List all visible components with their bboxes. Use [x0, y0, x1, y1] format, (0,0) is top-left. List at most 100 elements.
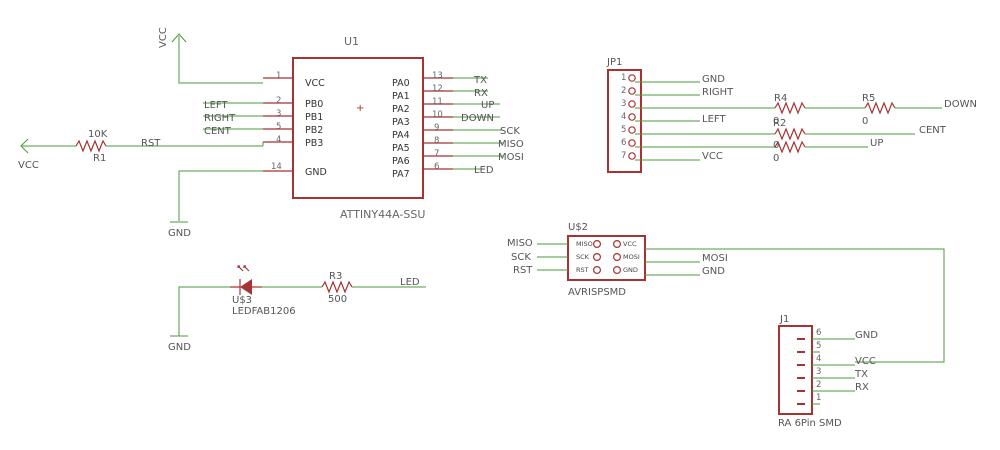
svg-text:RST: RST: [576, 266, 589, 274]
u1-pin-number: 3: [276, 109, 281, 119]
svg-text:SCK: SCK: [576, 253, 590, 261]
u1-pin-number: 8: [434, 136, 439, 146]
u1-pin-name: PA7: [392, 169, 410, 180]
r1-name: R1: [93, 153, 106, 164]
svg-text:VCC: VCC: [158, 27, 169, 48]
u1-pin-name: PA0: [392, 78, 410, 89]
j1-name: J1: [779, 314, 789, 325]
u1-pin-name: PB2: [305, 125, 323, 136]
net-label-left: LEFT: [204, 100, 228, 111]
jp1-net-vcc: VCC: [702, 151, 723, 162]
r1-value: 10K: [88, 129, 108, 140]
u1-pin-number: 12: [432, 84, 443, 94]
svg-text:4: 4: [816, 354, 821, 364]
j1-value: RA 6Pin SMD: [778, 418, 842, 429]
u1-microcontroller: U1 ATTINY44A-SSU + 1 2 3 5 4 14 VCC PB0 …: [263, 35, 453, 221]
isp-name: U$2: [568, 222, 588, 233]
u1-pin-number: 4: [276, 135, 281, 145]
net-label-cent: CENT: [204, 126, 232, 137]
led-name: U$3: [232, 295, 252, 306]
u1-body: [292, 57, 424, 199]
net-label-down: DOWN: [461, 113, 494, 124]
u1-pin-number: 5: [276, 122, 281, 132]
isp-header: U$2 AVRISPSMD MISO SCK RST VCC MOSI GND …: [507, 222, 945, 363]
net-label-led-2: LED: [400, 277, 420, 288]
u1-pin-number: 14: [271, 162, 282, 172]
svg-text:GND: GND: [168, 228, 191, 239]
net-label-miso: MISO: [498, 139, 524, 150]
u1-pin-name: PA6: [392, 156, 410, 167]
r4-value: 0: [773, 116, 779, 127]
u1-pin-number: 9: [434, 123, 439, 133]
svg-text:1: 1: [621, 73, 626, 83]
svg-text:MISO: MISO: [576, 240, 593, 248]
u1-pin-number: 6: [434, 162, 439, 172]
svg-text:6: 6: [621, 138, 626, 148]
net-label-rx: RX: [474, 88, 488, 99]
j1-net-gnd: GND: [855, 330, 878, 341]
u1-pin-name: PA5: [392, 143, 410, 154]
net-label-up-2: UP: [870, 138, 883, 149]
svg-text:5: 5: [621, 125, 626, 135]
svg-text:GND: GND: [623, 266, 638, 274]
j1-net-rx: RX: [855, 382, 869, 393]
isp-net-rst: RST: [513, 265, 533, 276]
u1-pin-number: 7: [434, 149, 439, 159]
j1-net-tx: TX: [854, 369, 868, 380]
net-label-up: UP: [481, 100, 494, 111]
r2-value: 0: [773, 140, 779, 151]
r4-r5-down-chain: R4 0 R5 0 DOWN: [773, 93, 977, 127]
r3-value: 500: [328, 294, 347, 305]
svg-text:2: 2: [621, 86, 626, 96]
net-label-right: RIGHT: [204, 113, 236, 124]
vcc-label-left: VCC: [18, 160, 39, 171]
jp1-header: JP1 1 2 3 4 5 6 7 GND RIGHT LEFT VCC: [606, 57, 775, 173]
vcc-symbol-top: VCC: [158, 27, 187, 48]
net-label-cent-2: CENT: [919, 125, 947, 136]
j1-connector: J1 RA 6Pin SMD 6 5 4 3 2 1 GND VCC TX RX: [778, 314, 878, 429]
net-label-tx: TX: [473, 75, 487, 86]
isp-net-miso: MISO: [507, 238, 533, 249]
isp-net-sck: SCK: [511, 252, 531, 263]
r4-name: R4: [774, 93, 787, 104]
svg-text:VCC: VCC: [623, 240, 637, 248]
svg-text:3: 3: [621, 99, 626, 109]
gnd-label-led: GND: [168, 342, 191, 353]
u1-pin-number: 2: [276, 96, 281, 106]
u1-pin-name: GND: [305, 167, 327, 178]
u1-vcc-wire: [178, 36, 263, 84]
u1-pin-name: PA2: [392, 104, 410, 115]
u1-pin-number: 1: [276, 71, 281, 81]
r2-cent-up-chain: R2 0 0 CENT UP: [773, 118, 947, 164]
jp1-net-right: RIGHT: [702, 87, 734, 98]
u1-pin-name: VCC: [305, 78, 325, 89]
u1-left-net-wires: [143, 102, 264, 147]
jp1-net-left: LEFT: [702, 114, 726, 125]
u1-right-net-wires: [453, 77, 503, 170]
j1-net-vcc: VCC: [855, 356, 876, 367]
r6-value: 0: [773, 153, 779, 164]
led-indicator: GND U$3 LEDFAB1206 R3 500 LED: [168, 265, 426, 353]
net-label-down-2: DOWN: [944, 99, 977, 110]
u1-pin-name: PB0: [305, 99, 323, 110]
r1-resistor: 10K R1 VCC: [18, 129, 143, 171]
jp1-net-gnd: GND: [702, 74, 725, 85]
svg-text:3: 3: [816, 367, 821, 377]
u1-pin-name: PA4: [392, 130, 410, 141]
svg-text:4: 4: [621, 112, 626, 122]
net-label-mosi: MOSI: [498, 152, 524, 163]
u1-pin-name: PA3: [392, 117, 410, 128]
net-label-rst: RST: [141, 138, 161, 149]
u1-pin-number: 13: [432, 71, 443, 81]
r2-name: R2: [773, 118, 786, 129]
isp-net-mosi: MOSI: [702, 253, 728, 264]
r3-name: R3: [329, 271, 342, 282]
isp-value: AVRISPSMD: [568, 287, 626, 298]
jp1-name: JP1: [606, 57, 622, 68]
r5-value: 0: [862, 116, 868, 127]
u1-right-pin-stubs: [423, 77, 453, 170]
svg-text:1: 1: [816, 393, 821, 403]
u1-pin-number: 10: [432, 110, 443, 120]
led-value: LEDFAB1206: [232, 306, 296, 317]
